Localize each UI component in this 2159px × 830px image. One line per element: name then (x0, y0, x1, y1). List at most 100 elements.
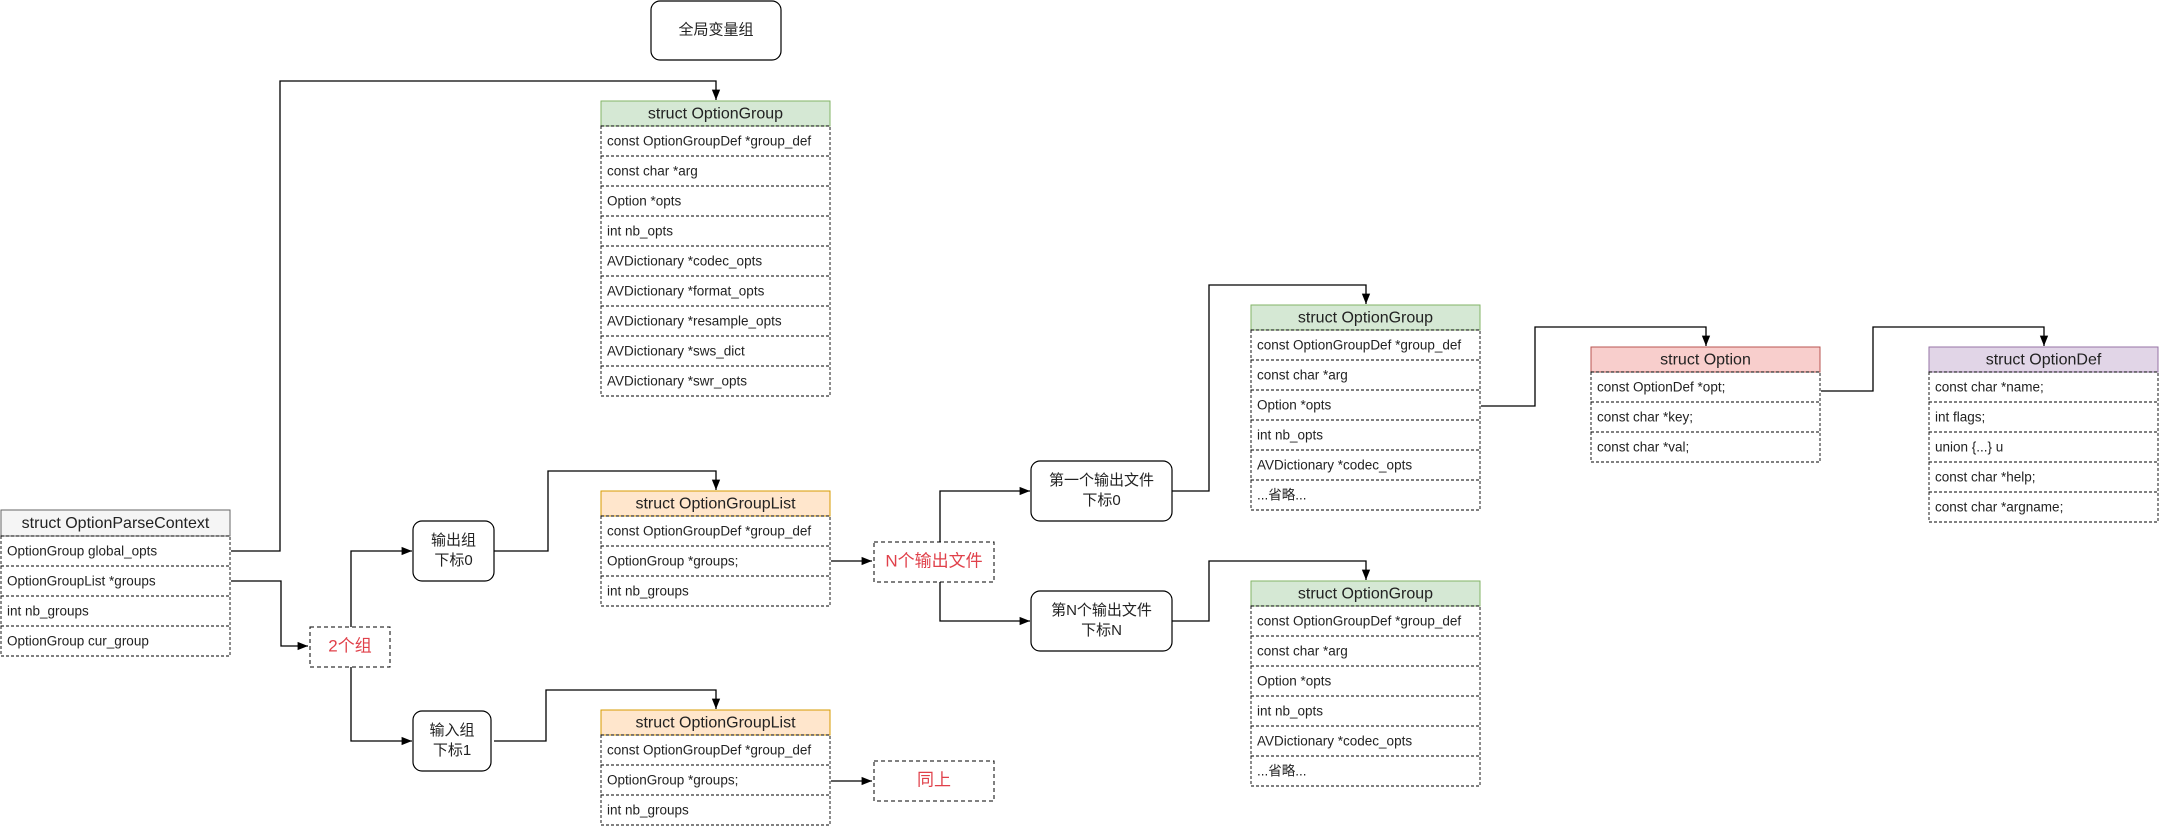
struct-field-row (1250, 389, 1481, 421)
struct-field-row (1590, 431, 1821, 463)
struct-field: const char *name; (1935, 380, 2044, 395)
struct-input-group-list: struct OptionGroupList const OptionGroupD… (600, 709, 831, 826)
input-group-node: 输入组 下标1 (412, 710, 492, 772)
struct-field-row (600, 794, 831, 826)
struct-field: Option *opts (607, 194, 682, 209)
struct-field: const char *argname; (1935, 500, 2063, 515)
struct-field: const char *key; (1597, 410, 1693, 425)
connectors (231, 80, 2049, 786)
struct-field-row (1250, 755, 1481, 787)
struct-field-row (1250, 635, 1481, 667)
struct-field: AVDictionary *format_opts (607, 284, 765, 299)
struct-field-row (1250, 329, 1481, 361)
struct-title: struct OptionGroup (648, 106, 783, 123)
struct-field-row (1928, 431, 2159, 463)
first-output-node: 第一个输出文件 下标0 (1030, 460, 1173, 522)
global-group-label: 全局变量组 (678, 20, 753, 38)
struct-field-row (0, 535, 231, 567)
struct-field-row (600, 335, 831, 367)
edge-two-groups-to-output (350, 546, 412, 628)
struct-field-row (1590, 401, 1821, 433)
struct-field: ...省略... (1257, 488, 1307, 503)
struct-field: int flags; (1935, 410, 1985, 425)
struct-title: struct OptionGroupList (635, 715, 796, 732)
struct-field: const char *arg (607, 164, 698, 179)
edge-opts-to-option (1481, 326, 1711, 407)
struct-field: const OptionGroupDef *group_def (1257, 338, 1461, 353)
struct-field-row (1250, 449, 1481, 481)
edge-n-files-to-nth (939, 581, 1030, 626)
struct-field: OptionGroupList *groups (7, 574, 156, 589)
struct-field: const OptionGroupDef *group_def (607, 743, 811, 758)
struct-field-row (600, 575, 831, 607)
struct-field-row (1250, 725, 1481, 757)
struct-field-row (1250, 665, 1481, 697)
output-group-label-line2: 下标0 (434, 552, 472, 569)
struct-title: struct OptionGroup (1298, 586, 1433, 603)
struct-field: Option *opts (1257, 674, 1332, 689)
global-group-node: 全局变量组 (650, 0, 782, 61)
struct-field-row (600, 275, 831, 307)
struct-field-row (1928, 371, 2159, 403)
struct-field-row (1250, 695, 1481, 727)
struct-field-row (0, 565, 231, 597)
struct-field: int nb_opts (1257, 704, 1323, 719)
struct-field: union {...} u (1935, 440, 2003, 455)
struct-field: const OptionGroupDef *group_def (607, 134, 811, 149)
struct-field-row (600, 245, 831, 277)
two-groups-annotation: 2个组 (309, 626, 391, 668)
first-output-label-line2: 下标0 (1082, 492, 1120, 509)
struct-field-row (1250, 605, 1481, 637)
struct-field-row (1250, 419, 1481, 451)
struct-field-row (600, 764, 831, 796)
struct-field: const OptionGroupDef *group_def (607, 524, 811, 539)
struct-field-row (1250, 359, 1481, 391)
nth-output-label-line2: 下标N (1081, 622, 1122, 639)
struct-field: int nb_groups (7, 604, 89, 619)
edge-nth-to-option-group (1172, 560, 1371, 622)
struct-field-row (1250, 479, 1481, 511)
struct-title: struct Option (1660, 352, 1751, 369)
edge-n-files-to-first (939, 486, 1030, 542)
input-group-label-line1: 输入组 (429, 722, 474, 739)
struct-field-row (600, 305, 831, 337)
struct-field: const OptionGroupDef *group_def (1257, 614, 1461, 629)
struct-field: const char *val; (1597, 440, 1689, 455)
output-group-node: 输出组 下标0 (412, 520, 495, 582)
struct-title: struct OptionParseContext (22, 515, 210, 532)
struct-field: AVDictionary *swr_opts (607, 374, 747, 389)
nth-output-node: 第N个输出文件 下标N (1030, 590, 1173, 652)
struct-field: AVDictionary *sws_dict (607, 344, 745, 359)
edge-global-opts-to-option-group (231, 80, 721, 552)
same-above-annotation: 同上 (873, 760, 995, 802)
edge-first-to-option-group (1172, 284, 1371, 492)
struct-field: const char *help; (1935, 470, 2036, 485)
output-group-label-line1: 输出组 (431, 532, 476, 549)
struct-field-row (600, 545, 831, 577)
edge-groups-to-two-groups (231, 580, 308, 651)
struct-field: OptionGroup global_opts (7, 544, 157, 559)
first-output-label-line1: 第一个输出文件 (1049, 471, 1154, 489)
struct-field: AVDictionary *codec_opts (607, 254, 762, 269)
edge-output-to-list (494, 470, 721, 552)
struct-field-row (600, 215, 831, 247)
struct-title: struct OptionDef (1986, 352, 2102, 369)
struct-field: const char *arg (1257, 644, 1348, 659)
edge-two-groups-to-input (350, 665, 412, 746)
struct-field: const OptionDef *opt; (1597, 380, 1725, 395)
struct-global-option-group: struct OptionGroup const OptionGroupDef *… (600, 100, 831, 397)
nth-output-label-line1: 第N个输出文件 (1051, 601, 1152, 619)
struct-nth-option-group: struct OptionGroup const OptionGroupDef *… (1250, 580, 1481, 787)
struct-field: AVDictionary *codec_opts (1257, 458, 1412, 473)
struct-field: OptionGroup *groups; (607, 554, 738, 569)
struct-field-row (600, 515, 831, 547)
struct-field: OptionGroup cur_group (7, 634, 149, 649)
struct-field: ...省略... (1257, 764, 1307, 779)
struct-field: const char *arg (1257, 368, 1348, 383)
n-output-files-label: N个输出文件 (885, 551, 982, 570)
